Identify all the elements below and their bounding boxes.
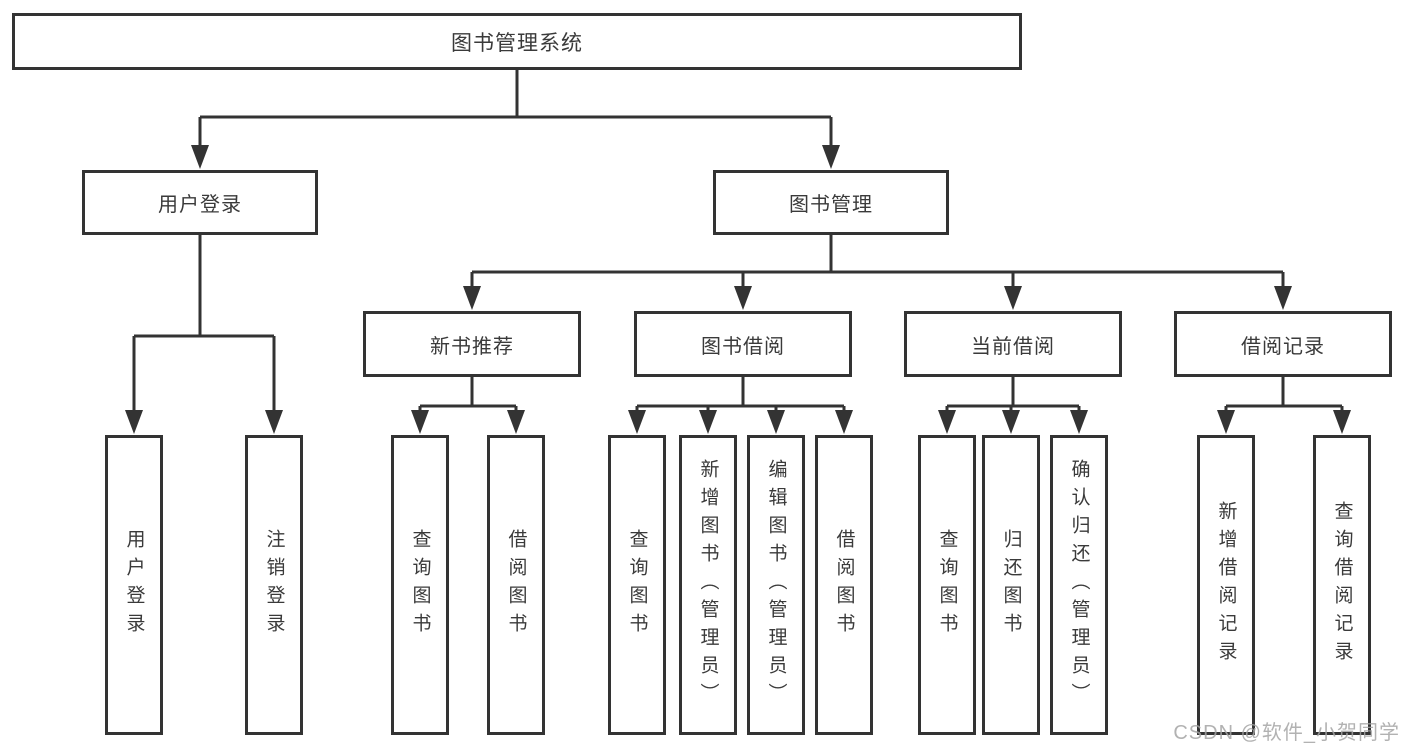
node-logout: 注销登录: [245, 435, 303, 735]
node-label: 图书借阅: [701, 335, 785, 358]
node-label: 查询借阅记录: [1331, 501, 1353, 669]
node-confirm-return-admin: 确认归还（管理员）: [1050, 435, 1108, 735]
watermark: CSDN @软件_小贺同学: [1173, 722, 1400, 744]
node-label: 查询图书: [409, 529, 431, 641]
node-add-borrow-record: 新增借阅记录: [1197, 435, 1255, 735]
node-label: 借阅图书: [833, 529, 855, 641]
node-label: 归还图书: [1000, 529, 1022, 641]
node-query-books-borrowing: 查询图书: [608, 435, 666, 735]
node-book-management: 图书管理: [713, 170, 949, 235]
node-label: 借阅记录: [1241, 335, 1325, 358]
arrowhead-icons: [125, 145, 1351, 434]
node-label: 用户登录: [123, 529, 145, 641]
node-query-books-current: 查询图书: [918, 435, 976, 735]
node-label: 新增图书（管理员）: [697, 459, 719, 711]
node-library-management-system: 图书管理系统: [12, 13, 1022, 70]
node-label: 查询图书: [936, 529, 958, 641]
node-label: 用户登录: [158, 194, 242, 216]
node-book-borrowing: 图书借阅: [634, 311, 852, 377]
node-borrowing-records: 借阅记录: [1174, 311, 1392, 377]
node-label: 新书推荐: [430, 335, 514, 358]
node-label: 借阅图书: [505, 529, 527, 641]
node-borrow-books: 借阅图书: [815, 435, 873, 735]
node-borrow-books-recommend: 借阅图书: [487, 435, 545, 735]
node-label: 编辑图书（管理员）: [765, 459, 787, 711]
node-label: 注销登录: [263, 529, 285, 641]
node-add-books-admin: 新增图书（管理员）: [679, 435, 737, 735]
node-label: 图书管理系统: [451, 31, 583, 55]
node-new-book-recommendation: 新书推荐: [363, 311, 581, 377]
node-current-borrowing: 当前借阅: [904, 311, 1122, 377]
node-label: 查询图书: [626, 529, 648, 641]
node-label: 图书管理: [789, 194, 873, 216]
node-label: 当前借阅: [971, 335, 1055, 358]
node-label: 确认归还（管理员）: [1068, 459, 1090, 711]
node-query-borrow-record: 查询借阅记录: [1313, 435, 1371, 735]
node-label: 新增借阅记录: [1215, 501, 1237, 669]
node-return-books: 归还图书: [982, 435, 1040, 735]
node-edit-books-admin: 编辑图书（管理员）: [747, 435, 805, 735]
node-query-books-recommend: 查询图书: [391, 435, 449, 735]
node-login: 用户登录: [105, 435, 163, 735]
node-user-login: 用户登录: [82, 170, 318, 235]
